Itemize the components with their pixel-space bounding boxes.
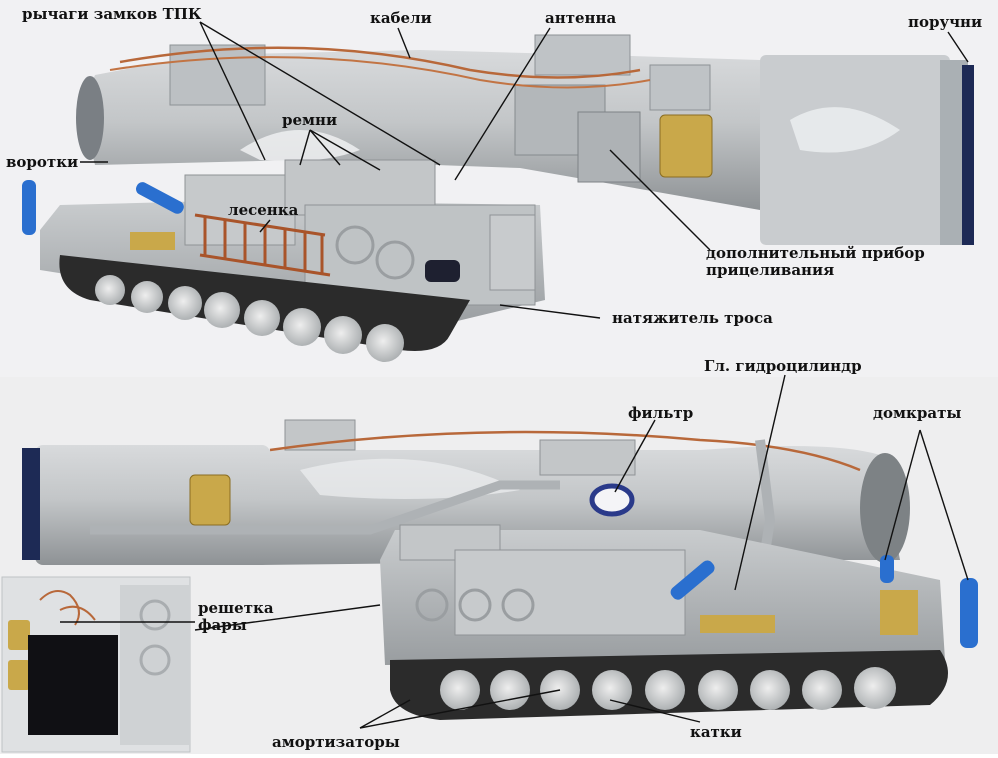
label-winches: воротки	[6, 153, 79, 171]
top-panel-hatch	[335, 225, 375, 265]
top-filler-patch-2	[790, 107, 900, 153]
bottom-filter	[589, 483, 635, 517]
top-antenna-box	[534, 34, 631, 76]
inset-black-panel	[28, 635, 118, 735]
label-aux-sight-line1: дополнительный прибор	[706, 244, 925, 262]
label-shock-absorbers: амортизаторы	[272, 733, 400, 751]
leader-line-shock-absorbers-2	[359, 689, 561, 729]
top-blue-jack	[22, 180, 36, 235]
inset-brass-plate	[8, 620, 30, 650]
leader-lines	[60, 21, 969, 729]
leader-line-cables	[397, 27, 411, 59]
bottom-tube-front-section	[35, 445, 270, 565]
top-panel-hatch-2	[375, 240, 415, 280]
top-lock-block	[169, 44, 266, 106]
label-headlight-grille-line1: решетка	[198, 599, 274, 617]
top-grille	[130, 232, 175, 250]
leader-line-aux-sight	[609, 149, 711, 251]
top-tube-cap-rim	[962, 65, 974, 245]
top-blue-cylinder	[136, 182, 184, 214]
label-straps: ремни	[282, 111, 338, 129]
leader-line-headlight-grille-2	[194, 604, 381, 631]
label-ladder: лесенка	[228, 201, 299, 219]
leader-line-straps-2	[309, 129, 341, 166]
top-brass-plate	[659, 114, 713, 178]
bottom-blue-cylinder	[670, 560, 715, 600]
leader-line-filter	[614, 419, 656, 493]
top-vehicle	[22, 34, 974, 362]
top-window	[425, 260, 460, 282]
leader-line-antenna	[454, 27, 551, 181]
bottom-top-box	[399, 524, 501, 561]
label-headlight-grille-line2: фары	[198, 616, 247, 634]
inset-panel	[120, 585, 190, 745]
bottom-panel-hatch-2	[458, 588, 492, 622]
bottom-tube-block-2	[539, 439, 636, 476]
top-cab-door	[489, 214, 536, 291]
leader-line-handrails	[947, 31, 969, 63]
label-cables: кабели	[370, 9, 432, 27]
bottom-road-wheels	[440, 667, 896, 710]
inset-headlight-photo	[1, 576, 191, 753]
bottom-cable	[269, 430, 861, 472]
label-lock-levers: рычаги замков ТПК	[22, 5, 202, 23]
bottom-blue-jack-2	[960, 578, 978, 648]
label-road-wheels: катки	[690, 723, 742, 741]
bottom-panel-hatch	[415, 588, 449, 622]
label-filter: фильтр	[628, 404, 694, 422]
label-headlight-grille: решетка фары	[198, 600, 274, 634]
label-cable-tensioner: натяжитель троса	[612, 309, 773, 327]
leader-line-ladder	[259, 219, 271, 233]
leader-line-tensioner	[499, 304, 601, 319]
top-cable-2	[109, 56, 651, 89]
inset-copper-wire	[39, 590, 80, 626]
bottom-pipe	[90, 480, 560, 535]
leader-line-lock-levers-1	[199, 21, 266, 161]
label-main-cylinder: Гл. гидроцилиндр	[704, 357, 862, 375]
leader-line-jacks-1	[884, 429, 921, 561]
leader-line-road-wheels	[609, 699, 701, 723]
bottom-tube-cap	[22, 448, 40, 560]
label-jacks: домкраты	[873, 404, 962, 422]
top-road-wheels	[95, 275, 404, 362]
leader-line-jacks-2	[919, 429, 969, 581]
label-aux-sight: дополнительный прибор прицеливания	[706, 245, 925, 279]
bottom-grille	[700, 615, 775, 633]
bottom-blue-jack	[880, 555, 894, 583]
inset-copper-wire-2	[59, 605, 96, 621]
bottom-brass-plate	[189, 474, 231, 526]
leader-line-straps-3	[309, 129, 381, 171]
label-antenna: антенна	[545, 9, 617, 27]
inset-brass-plate-2	[8, 660, 30, 690]
top-ladder	[194, 213, 331, 277]
bottom-equipment-panel	[454, 549, 686, 636]
label-aux-sight-line2: прицеливания	[706, 261, 835, 279]
bottom-vehicle	[22, 419, 978, 720]
bottom-filler-patch	[300, 458, 520, 499]
bottom-grille-2	[880, 590, 918, 635]
inset-hatch	[139, 599, 171, 631]
bottom-tube-block	[284, 419, 356, 451]
leader-line-straps-1	[299, 129, 311, 166]
leader-line-lock-levers-2	[199, 21, 441, 166]
top-cable	[119, 46, 641, 79]
bottom-panel-hatch-3	[501, 588, 535, 622]
top-fitting	[649, 64, 711, 111]
inset-hatch-2	[139, 644, 171, 676]
leader-line-shock-absorbers-1	[359, 699, 411, 729]
top-tube-rear-end	[76, 76, 104, 160]
top-equipment-box	[184, 174, 296, 246]
leader-line-main-cylinder	[734, 374, 786, 591]
bottom-tube-rear-end	[860, 453, 910, 563]
label-handrails: поручни	[908, 13, 983, 31]
